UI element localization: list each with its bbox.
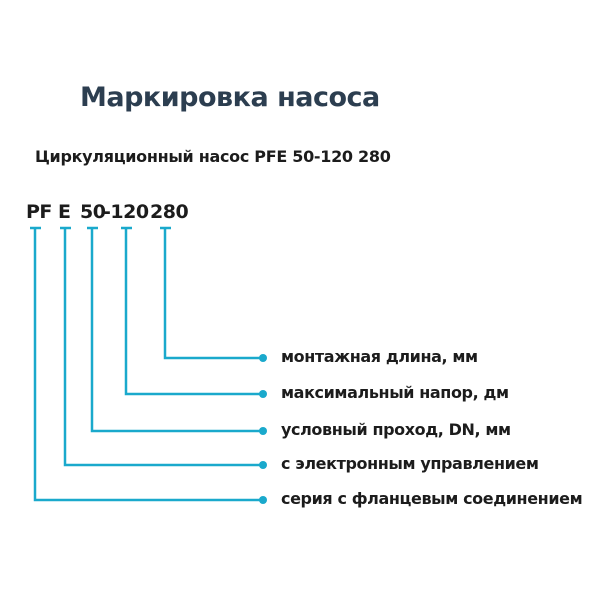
label-dn: условный проход, DN, мм [281,420,511,439]
dot-dn [259,427,267,435]
connector-dn [87,226,262,433]
label-series: серия с фланцевым соединением [281,489,583,508]
code-part-dn: 50 [80,201,106,223]
dot-length [259,354,267,362]
connector-length [160,226,262,360]
dot-head [259,390,267,398]
code-part-length: 280 [150,201,189,223]
code-part-head: -120 [103,201,149,223]
label-electronic: с электронным управлением [281,454,539,473]
page-title: Маркировка насоса [80,82,380,113]
dot-electronic [259,461,267,469]
connector-series [30,226,262,502]
code-part-electronic: E [58,201,71,223]
dot-series [259,496,267,504]
label-length: монтажная длина, мм [281,347,478,366]
label-head: максимальный напор, дм [281,383,509,402]
connector-head [121,226,262,396]
code-part-series: PF [26,201,52,223]
connector-electronic [60,226,262,467]
subtitle: Циркуляционный насос PFE 50-120 280 [35,147,391,166]
